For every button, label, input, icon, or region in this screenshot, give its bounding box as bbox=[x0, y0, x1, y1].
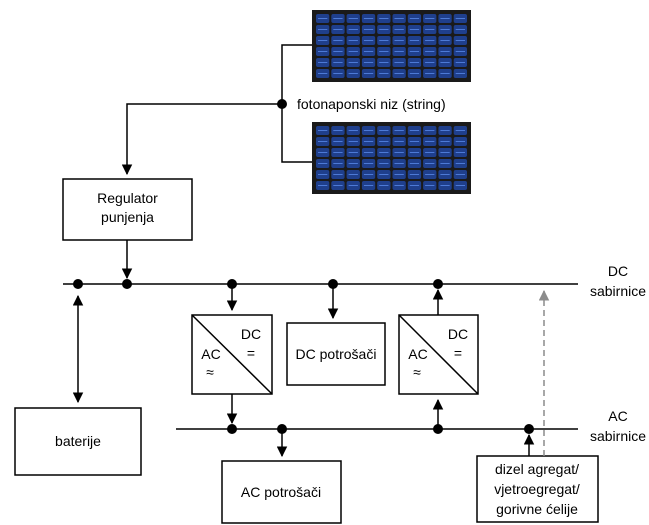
generator-label-line3: gorivne ćelije bbox=[496, 501, 578, 517]
pv-junction-node bbox=[277, 99, 287, 109]
dc-bus-node-inverter bbox=[227, 279, 237, 289]
dc-bus-label-line1: DC bbox=[608, 263, 628, 279]
rectifier-ac-label: AC bbox=[408, 346, 427, 362]
inverter-dc-symbol: = bbox=[247, 345, 255, 361]
dc-bus-label-line2: sabirnice bbox=[590, 283, 646, 299]
dc-loads-label: DC potrošači bbox=[296, 346, 377, 362]
inverter-dc-label: DC bbox=[241, 326, 261, 342]
dc-bus-node-rectifier bbox=[433, 279, 443, 289]
ac-bus-node-rectifier bbox=[433, 424, 443, 434]
dc-bus-node-dc-loads bbox=[328, 279, 338, 289]
ac-bus-label-line1: AC bbox=[608, 408, 627, 424]
inverter-box bbox=[191, 314, 273, 395]
generator-label-line1: dizel agregat/ bbox=[495, 461, 579, 477]
ac-bus-node-inverter bbox=[227, 424, 237, 434]
ac-bus-label-line2: sabirnice bbox=[590, 428, 646, 444]
generator-label-line2: vjetroegregat/ bbox=[494, 481, 580, 497]
ac-loads-label: AC potrošači bbox=[241, 484, 321, 500]
charge-controller-label-line1: Regulator bbox=[97, 190, 158, 206]
inverter-ac-label: AC bbox=[201, 346, 220, 362]
ac-loads-box bbox=[221, 460, 342, 524]
charge-controller-box bbox=[62, 178, 193, 241]
rectifier-ac-symbol: ≈ bbox=[413, 364, 421, 380]
batteries-label: baterije bbox=[55, 433, 101, 449]
solar-panel-bottom bbox=[312, 122, 471, 194]
pv-string-label: fotonaponski niz (string) bbox=[297, 96, 446, 112]
generator-box bbox=[476, 455, 599, 523]
dc-bus-node-controller bbox=[122, 279, 132, 289]
rectifier-dc-label: DC bbox=[448, 326, 468, 342]
batteries-box bbox=[14, 407, 142, 476]
ac-bus-node-generator bbox=[524, 424, 534, 434]
dc-bus-node-battery bbox=[73, 279, 83, 289]
ac-bus-node-ac-loads bbox=[277, 424, 287, 434]
charge-controller-label-line2: punjenja bbox=[101, 209, 154, 225]
dc-loads-box bbox=[286, 322, 386, 386]
rectifier-dc-symbol: = bbox=[454, 345, 462, 361]
inverter-ac-symbol: ≈ bbox=[206, 364, 214, 380]
solar-panel-top bbox=[312, 10, 471, 82]
pv-wiring bbox=[121, 44, 312, 176]
